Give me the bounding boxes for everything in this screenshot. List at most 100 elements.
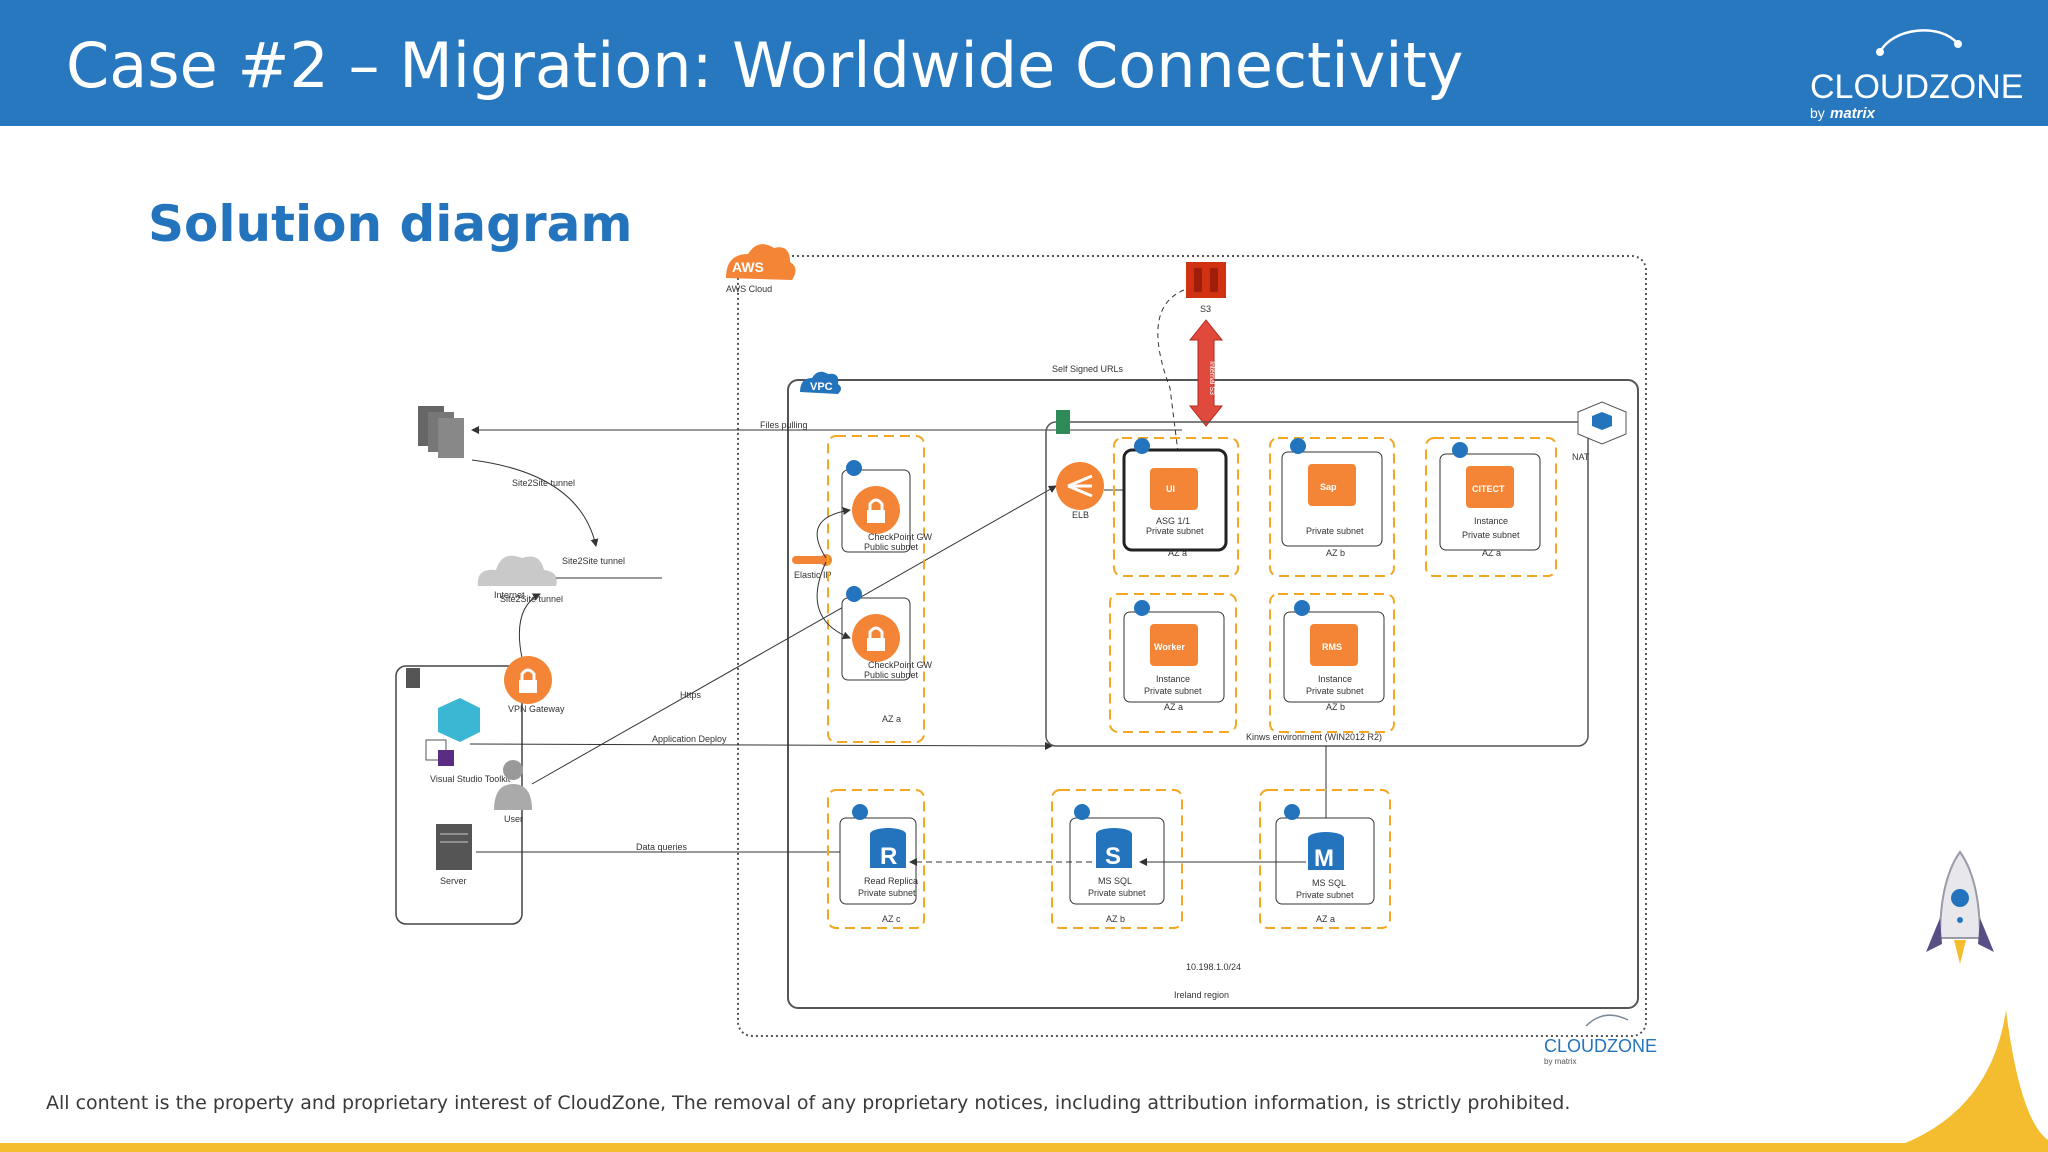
svg-text:UI: UI	[1166, 484, 1175, 494]
rms-instance-icon	[1310, 624, 1358, 666]
lock-icon-1	[846, 460, 862, 476]
user-icon	[494, 760, 532, 810]
private-subnet-label-rms: Private subnet	[1306, 686, 1364, 696]
svg-text:R: R	[880, 843, 897, 870]
elb-label: ELB	[1072, 510, 1089, 520]
rms-subnet: RMS Instance Private subnet AZ b	[1269, 593, 1395, 733]
visual-studio-toolkit-icon	[425, 698, 480, 766]
bottom-accent-bar	[0, 1143, 2048, 1152]
cloudzone-watermark-logo: CLOUDZONE by matrix	[1544, 1014, 1657, 1066]
eip-to-gw-a	[816, 507, 851, 559]
sap-instance-icon	[1308, 464, 1356, 506]
checkpoint-gw-a: CheckPoint GW Public subnet	[841, 460, 933, 553]
logo-wordmark: CLOUDZONE	[1810, 68, 2023, 106]
citect-subnet: CITECT Instance Private subnet AZ a	[1425, 437, 1557, 577]
server-icon	[436, 824, 472, 870]
visual-studio-label: Visual Studio Toolkit	[430, 774, 511, 784]
vpn-gateway-label: VPN Gateway	[508, 704, 565, 714]
lock-icon-3	[1134, 438, 1150, 454]
lock-icon-5	[1452, 442, 1468, 458]
az-a-label-mssql: AZ a	[1316, 914, 1335, 924]
sap-subnet: Sap Private subnet AZ b	[1269, 437, 1395, 577]
lock-icon-2	[846, 586, 862, 602]
application-deploy-line	[469, 741, 1053, 750]
elastic-ip-icon	[792, 554, 832, 566]
site2site-label-2: Site2Site tunnel	[562, 556, 625, 566]
s3-arrow-label: Internal S3	[1208, 361, 1215, 395]
private-subnet-label-mssql-a: Private subnet	[1296, 890, 1354, 900]
internet-label: Internet	[494, 590, 525, 600]
svg-text:VPC: VPC	[810, 381, 833, 393]
region-label: Ireland region	[1174, 990, 1229, 1000]
svg-text:S: S	[1105, 843, 1121, 870]
ui-instance-icon	[1150, 468, 1198, 510]
mssql-b-subnet: S MS SQL Private subnet AZ b	[1051, 789, 1183, 929]
vpc-cloud-icon: VPC	[800, 371, 841, 394]
site2site-label-3: Site2Site tunnel	[500, 594, 563, 604]
files-pulling-label: Files pulling	[760, 420, 808, 430]
elastic-ip-label: Elastic IP	[794, 570, 832, 580]
az-a-label-worker: AZ a	[1164, 702, 1183, 712]
title-bar: Case #2 – Migration: Worldwide Connectiv…	[0, 0, 2048, 126]
svg-text:Worker: Worker	[1154, 642, 1185, 652]
lock-icon-10	[1284, 804, 1300, 820]
logo-matrix: matrix	[1830, 105, 1876, 122]
ui-asg-subnet: UI ASG 1/1 Private subnet AZ a	[1113, 437, 1239, 577]
instance-label-rms: Instance	[1318, 674, 1352, 684]
az-a-label-ui: AZ a	[1168, 548, 1187, 558]
internet-cloud-icon	[477, 555, 557, 586]
data-queries-label: Data queries	[636, 842, 688, 852]
instance-label-citect: Instance	[1474, 516, 1508, 526]
private-subnet-label-mssql-b: Private subnet	[1088, 888, 1146, 898]
datacenter-servers-icon	[418, 406, 464, 458]
kinws-environment-label: Kinws environment (WIN2012 R2)	[1246, 732, 1382, 742]
https-label: Https	[680, 690, 702, 700]
checkpoint-label-2: CheckPoint GW	[868, 660, 933, 670]
mssql-a-label: MS SQL	[1312, 878, 1346, 888]
svg-text:CITECT: CITECT	[1472, 484, 1505, 494]
lock-icon-6	[1134, 600, 1150, 616]
worker-instance-icon	[1150, 624, 1198, 666]
site2site-label-1: Site2Site tunnel	[512, 478, 575, 488]
az-c-label: AZ c	[882, 914, 901, 924]
eip-to-gw-b	[816, 561, 851, 640]
public-subnet-group	[827, 435, 925, 743]
az-a-label-public: AZ a	[882, 714, 901, 724]
slide-title: Case #2 – Migration: Worldwide Connectiv…	[66, 29, 1464, 102]
private-subnet-label-worker: Private subnet	[1144, 686, 1202, 696]
application-deploy-label: Application Deploy	[652, 734, 727, 744]
rocket-decoration	[1880, 850, 2048, 1152]
mssql-b-label: MS SQL	[1098, 876, 1132, 886]
self-signed-urls-label: Self Signed URLs	[1052, 364, 1124, 374]
mssql-a-subnet: M MS SQL Private subnet AZ a	[1259, 789, 1391, 929]
lock-icon-8	[852, 804, 868, 820]
https-line	[531, 485, 1057, 785]
aws-cloud-label: AWS Cloud	[726, 284, 772, 294]
vpn-gateway-icon	[504, 656, 552, 704]
cidr-label: 10.198.1.0/24	[1186, 962, 1241, 972]
az-b-label-rms: AZ b	[1326, 702, 1345, 712]
private-subnet-label-rr: Private subnet	[858, 888, 916, 898]
checkpoint-label-1: CheckPoint GW	[868, 532, 933, 542]
s3-bucket-icon	[1186, 262, 1226, 298]
private-subnet-label-citect: Private subnet	[1462, 530, 1520, 540]
lock-icon-7	[1294, 600, 1310, 616]
user-label: User	[504, 814, 523, 824]
building-icon	[406, 668, 420, 688]
self-signed-url-line	[1157, 289, 1185, 469]
checkpoint-gw-b: CheckPoint GW Public subnet	[841, 586, 933, 681]
svg-text:CLOUDZONE: CLOUDZONE	[1544, 1036, 1657, 1056]
aws-cloud-boundary	[737, 255, 1647, 1037]
citect-instance-icon	[1466, 466, 1514, 508]
s3-label: S3	[1200, 304, 1211, 314]
nat-gateway-icon	[1577, 401, 1627, 445]
logo-by: by	[1810, 105, 1825, 121]
tunnel-line-servers	[471, 459, 599, 547]
public-subnet-label-2: Public subnet	[864, 670, 919, 680]
server-label: Server	[440, 876, 467, 886]
tunnel-line-vpn	[518, 593, 541, 659]
kinws-environment-box	[1045, 421, 1589, 747]
svg-text:M: M	[1314, 845, 1334, 872]
private-subnet-label-sap: Private subnet	[1306, 526, 1364, 536]
public-subnet-label-1: Public subnet	[864, 542, 919, 552]
